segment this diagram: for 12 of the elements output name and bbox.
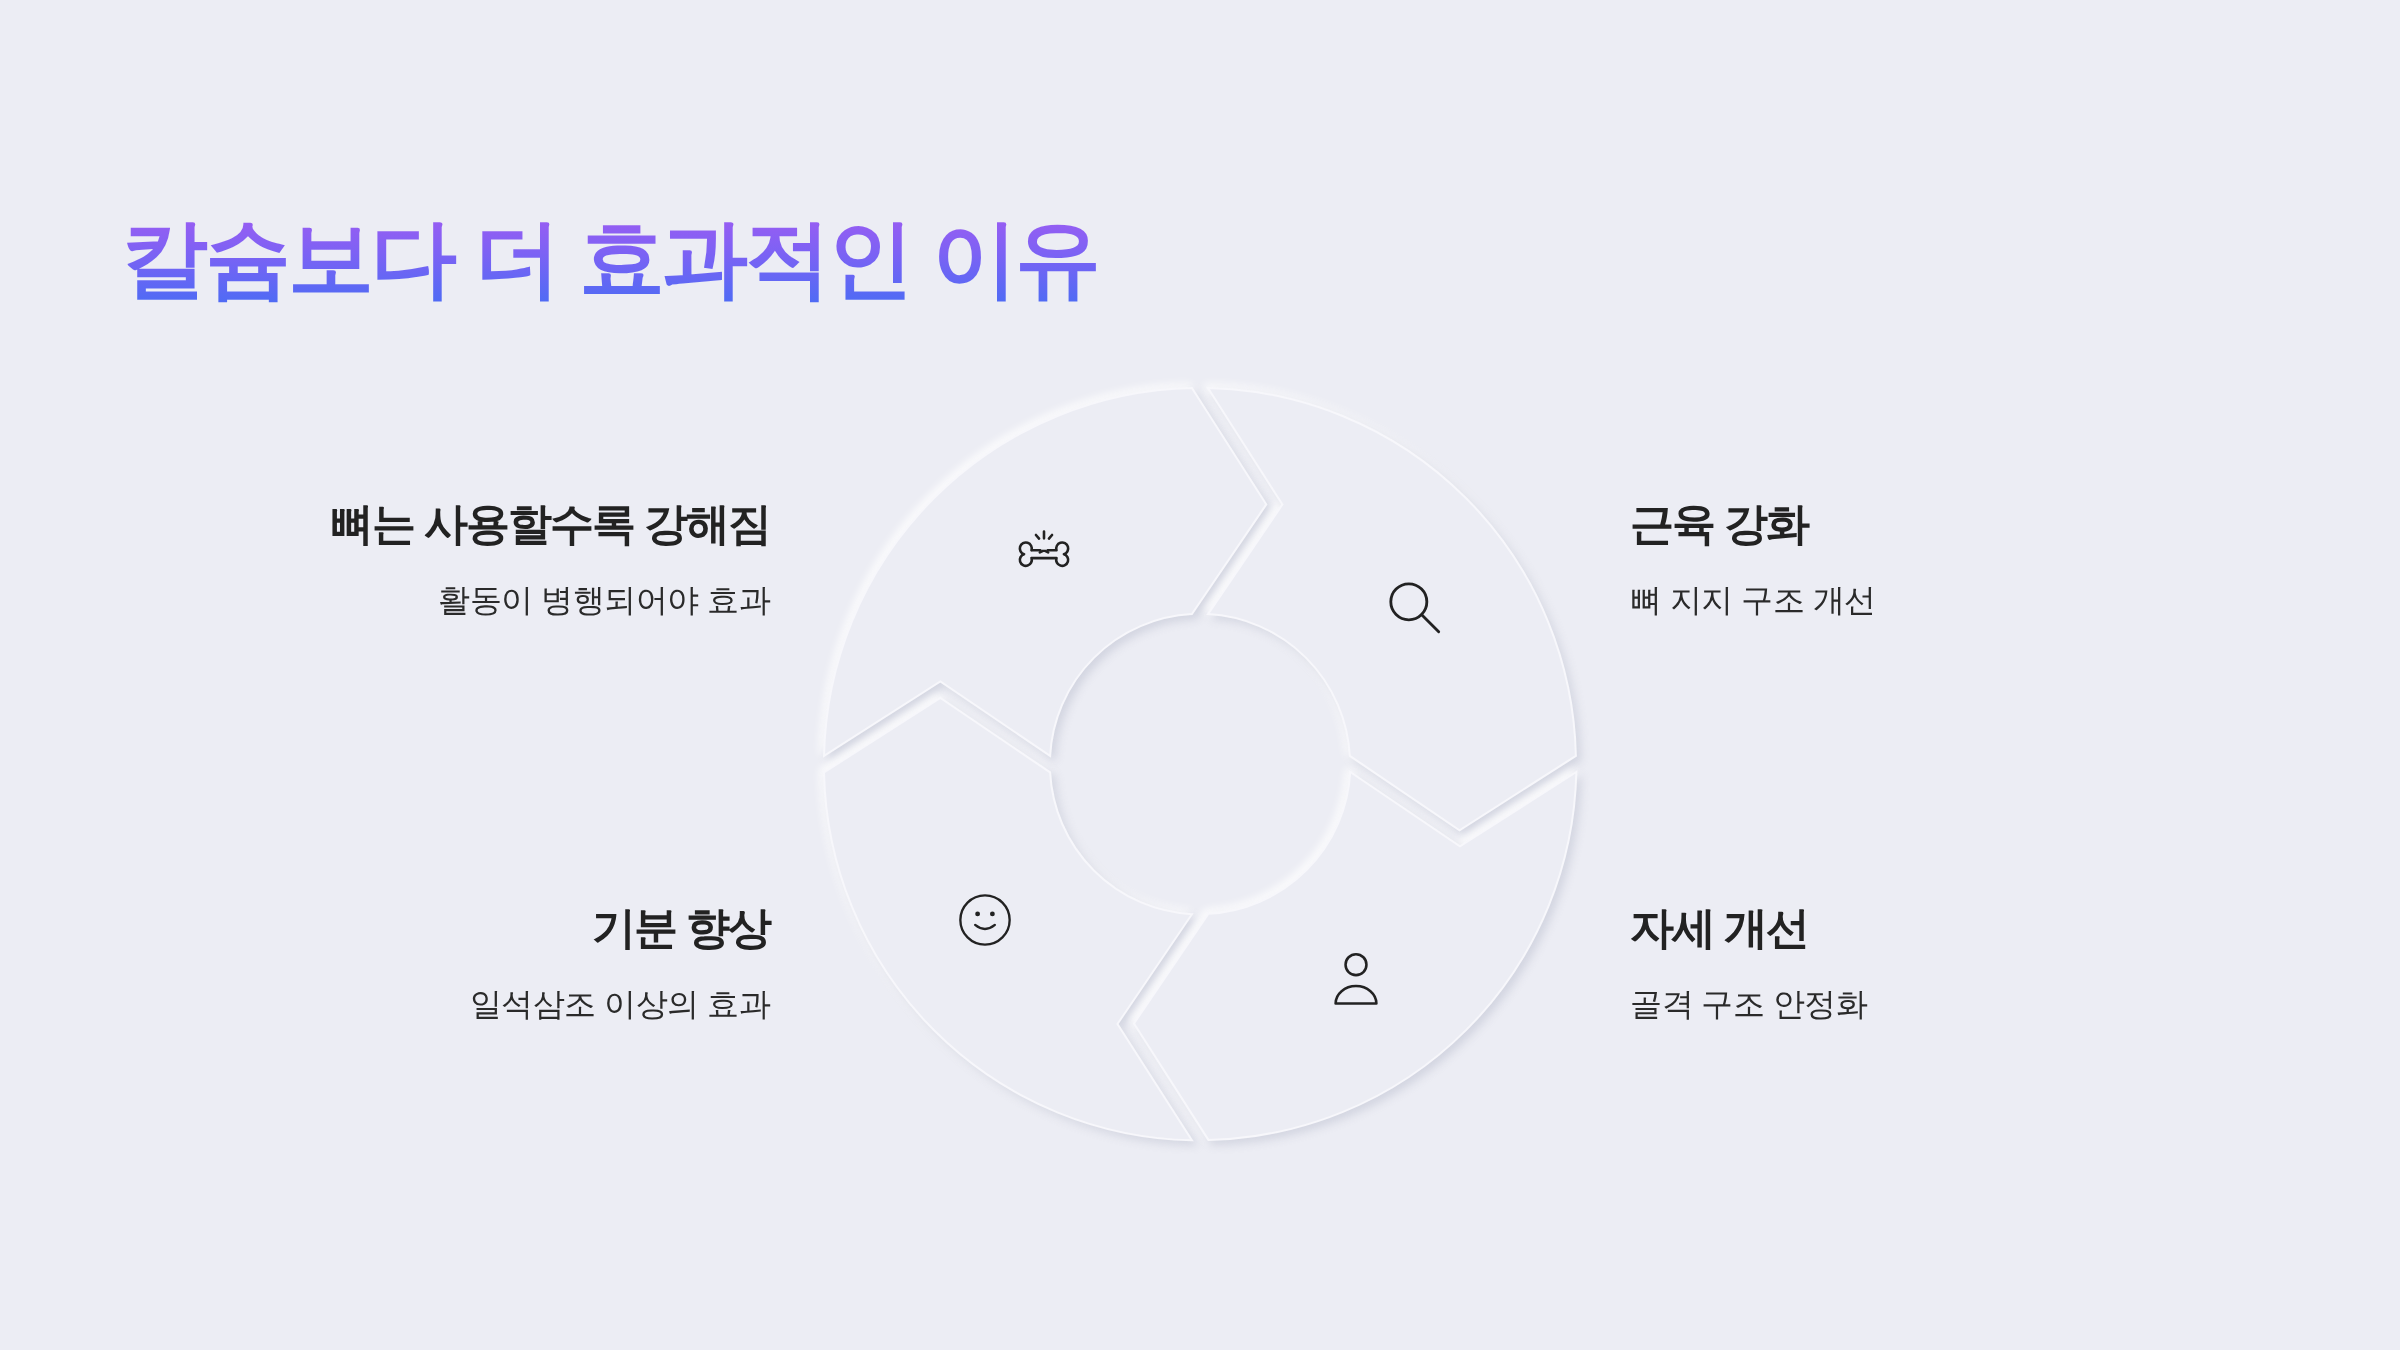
description: 활동이 병행되어야 효과 [438,581,770,620]
heading: 자세 개선 [1630,902,1809,954]
ring-segment [1208,388,1576,831]
description: 뼈 지지 구조 개선 [1630,581,1876,620]
ring-segment [824,388,1267,756]
description: 일석삼조 이상의 효과 [469,985,770,1024]
description: 골격 구조 안정화 [1630,985,1868,1024]
heading: 근육 강화 [1630,498,1809,550]
ring-segment [824,697,1192,1140]
ring-segment [1133,772,1576,1140]
heading: 뼈는 사용할수록 강해짐 [329,498,770,550]
heading: 기분 향상 [591,902,770,954]
